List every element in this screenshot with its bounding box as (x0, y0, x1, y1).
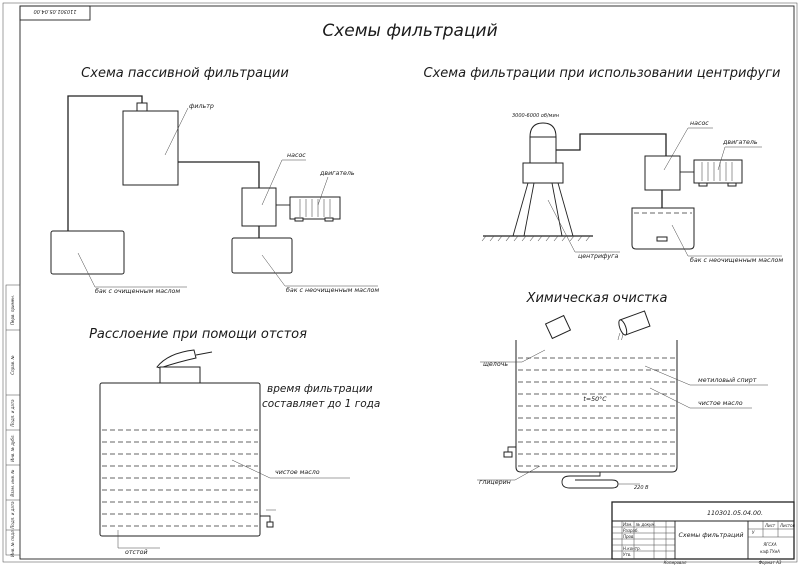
stamp-3: Подп. и дата (10, 399, 15, 427)
tb-row-5: Н.контр. (623, 546, 641, 551)
settling-diagram: Расслоение при помощи отстоя время фильт… (89, 327, 380, 556)
chemical-tank (515, 340, 678, 473)
tb-sheet: Лист (764, 523, 776, 528)
chemical-alkali-label: щелочь (483, 361, 508, 368)
centrifuge-speed: 3000-6000 об/мин (512, 113, 560, 119)
passive-dirty-tank-label: бак с неочищенным маслом (286, 286, 379, 294)
tb-row-4: Пров. (623, 534, 635, 539)
settling-clean-oil-label: чистое масло (275, 469, 320, 476)
dirty-tank (231, 237, 293, 274)
centrifuge-pump (644, 155, 681, 191)
stamp-2: Справ. № (10, 355, 15, 374)
stamp-4: Инв. № дубл. (10, 434, 15, 461)
passive-pump-label: насос (287, 152, 306, 159)
centrifuge-diagram: Схема фильтрации при использовании центр… (424, 66, 784, 264)
top-code-box (19, 5, 91, 21)
title-block: Изм. № докум. Разраб. Пров. Н.контр. Утв… (611, 501, 796, 560)
centrifuge-dirty-tank (631, 207, 695, 250)
inner-frame (19, 5, 795, 560)
filter-box (122, 110, 179, 186)
margin-stamps: Перв. примен. Справ. № Подп. и дата Инв.… (5, 284, 21, 557)
centrifuge-motor-label: двигатель (722, 139, 758, 146)
tb-row-2: № докум. (635, 522, 656, 527)
chemical-title: Химическая очистка (526, 291, 668, 306)
stamp-1: Перв. примен. (10, 295, 15, 325)
passive-clean-tank-label: бак с очищенным маслом (95, 287, 180, 295)
passive-motor (289, 196, 341, 220)
chemical-cleaning-diagram: Химическая очистка t=50°C 220 В (477, 291, 768, 491)
pipe-pump-to-filter (178, 161, 260, 188)
tb-row-3: Разраб. (623, 528, 639, 533)
tb-row-1: Изм. (623, 522, 632, 527)
clean-tank (50, 230, 125, 275)
passive-motor-label: двигатель (319, 170, 355, 177)
passive-filter-label: фильтр (189, 103, 214, 110)
stamp-7: Инв. № подл. (10, 529, 15, 557)
centrifuge-title: Схема фильтрации при использовании центр… (424, 66, 781, 81)
sheet-title: Схемы фильтраций (322, 21, 497, 41)
settling-sediment-label: отстой (125, 549, 148, 556)
top-code-text: 110301.05.04.00 (34, 8, 77, 14)
passive-title: Схема пассивной фильтрации (81, 66, 289, 81)
tb-org-2: каф.ТУиА (760, 549, 780, 554)
pipe-pump-to-centrifuge (556, 133, 667, 156)
tb-code: 110301.05.04.00. (707, 510, 763, 517)
tb-org-1: ЯГСХА (762, 542, 777, 547)
format-label: Формат А3 (759, 560, 782, 565)
copied-label: Копировал (664, 560, 687, 565)
chemical-glycerin-label: глицерин (479, 479, 511, 486)
passive-filtration-diagram: Схема пассивной фильтрации фильтр насос … (50, 66, 379, 295)
centrifuge-motor (693, 159, 743, 184)
passive-pump (241, 187, 277, 227)
settling-note-1: время фильтрации (267, 383, 373, 395)
stamp-6: Подп. и дата (10, 501, 15, 529)
tb-letter: У (752, 530, 755, 535)
stamp-5: Взам. инв. № (10, 469, 15, 496)
chemical-temperature: t=50°C (583, 395, 607, 403)
pipe-filter-to-clean (67, 95, 143, 232)
centrifuge-label: центрифуга (578, 253, 618, 260)
settling-title: Расслоение при помощи отстоя (89, 327, 307, 342)
settling-note-2: составляет до 1 года (262, 398, 380, 410)
settling-tank (99, 382, 261, 537)
tb-name: Схемы фильтраций (679, 532, 744, 539)
tb-row-6: Утв. (623, 552, 631, 557)
centrifuge-dirty-tank-label: бак с неочищенным маслом (690, 256, 783, 264)
chemical-voltage: 220 В (634, 485, 649, 491)
chemical-clean-oil-label: чистое масло (698, 400, 743, 407)
centrifuge-pump-label: насос (690, 120, 709, 127)
chemical-methyl-label: метиловый спирт (698, 377, 757, 384)
tb-sheets: Листов (779, 523, 796, 528)
